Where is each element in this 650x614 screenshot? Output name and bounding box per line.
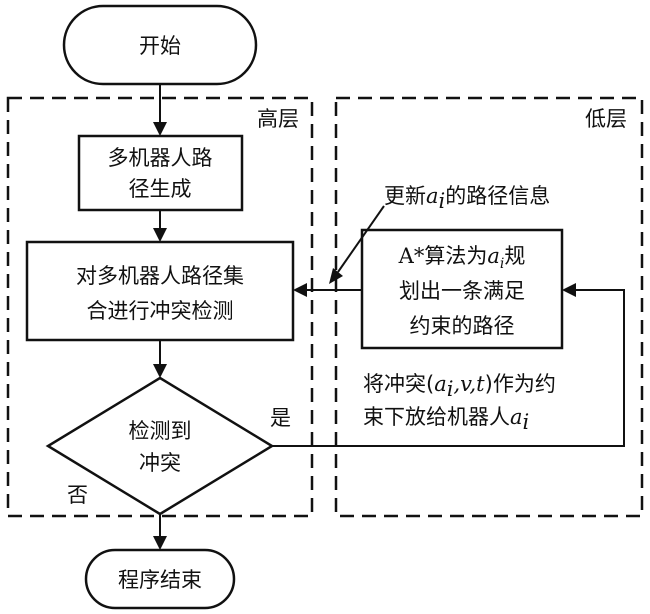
conflict-detection-line1: 对多机器人路径集	[76, 264, 244, 288]
update-leader-line	[337, 205, 385, 273]
arrow-head	[153, 122, 167, 136]
no-label: 否	[67, 483, 88, 507]
low-level-region	[334, 96, 644, 518]
generate-paths-line1: 多机器人路	[108, 146, 213, 170]
low-level-label: 低层	[585, 107, 627, 131]
generate-paths-line2: 径生成	[129, 177, 192, 201]
conflict-detection-line2: 合进行冲突检测	[87, 299, 234, 323]
path-planning-line1: A*算法为ai规	[398, 244, 526, 272]
constraint-line1: 将冲突(ai,v,t)作为约	[363, 372, 556, 401]
constraint-line2: 束下放给机器人ai	[363, 405, 529, 434]
path-planning-line3: 约束的路径	[410, 314, 515, 338]
yes-label: 是	[270, 406, 291, 430]
end-label: 程序结束	[118, 568, 202, 592]
start-label: 开始	[139, 34, 181, 58]
decision-line2: 冲突	[139, 451, 181, 475]
high-level-region	[6, 96, 314, 518]
generate-paths-node	[77, 134, 244, 212]
path-planning-line2: 划出一条满足	[399, 279, 525, 303]
high-level-label: 高层	[257, 107, 299, 131]
update-path-label: 更新ai的路径信息	[384, 184, 550, 213]
end-node	[84, 548, 236, 610]
decision-line1: 检测到	[129, 419, 192, 443]
conflict-detection-node	[25, 240, 295, 342]
